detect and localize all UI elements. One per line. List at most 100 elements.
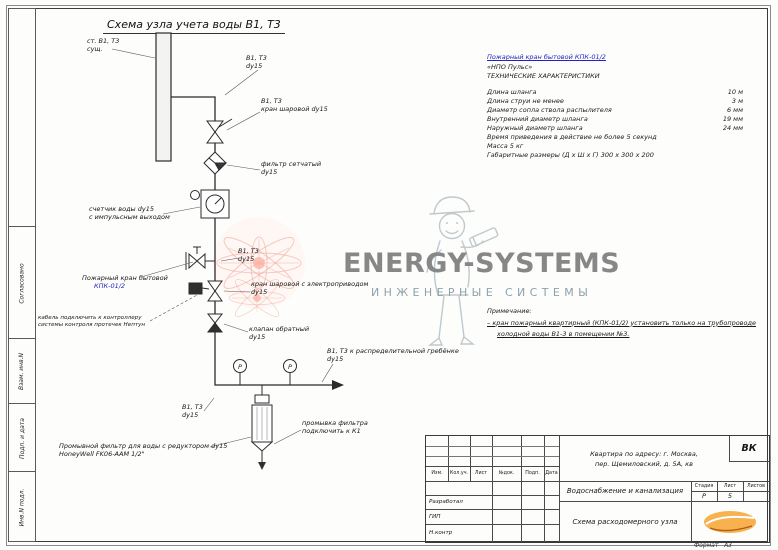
- stamp-box-sign-date: Подп. и дата: [9, 403, 35, 472]
- stamp-agreed-label: Согласовано: [18, 262, 26, 304]
- format-label: Формат А3: [694, 542, 732, 549]
- label-manifold: В1, Т3 к распределительной гребёнке dy15: [327, 347, 459, 364]
- tech-spec-block: Пожарный кран бытовой КПК-01/2 «НПО Пуль…: [487, 53, 743, 160]
- label-fire-valve-name: Пожарный кран бытовой: [82, 274, 168, 283]
- spec-name: Диаметр сопла ствола распылителя: [487, 106, 612, 115]
- tb-col-koluch: Кол.уч.: [449, 471, 469, 476]
- tech-heading: ТЕХНИЧЕСКИЕ ХАРАКТЕРИСТИКИ: [487, 71, 600, 80]
- note-line1: – кран пожарный квартирный (КПК-01/2) ус…: [487, 318, 756, 327]
- label-ball-valve: В1, Т3 кран шаровой dy15: [261, 97, 328, 114]
- tb-col-data: Дата: [545, 471, 558, 476]
- note-title: Примечание:: [487, 307, 532, 315]
- label-strainer: фильтр сетчатый dy15: [261, 160, 322, 177]
- note-line2: холодной воды В1-3 в помещении №3.: [497, 330, 630, 339]
- tb-row-developer: Разработал: [429, 499, 463, 505]
- watermark-brand: ENERGY-SYSTEMS: [343, 248, 621, 279]
- label-flush-filter: Промывной фильтр для воды с редуктором d…: [59, 442, 228, 459]
- tb-col-list: Лист: [474, 471, 488, 476]
- label-pipe-mid: В1, Т3 dy15: [238, 247, 259, 264]
- spec-name: Внутренний диаметр шланга: [487, 115, 588, 124]
- tb-line: [426, 495, 559, 496]
- spec-value: 24 мм: [722, 124, 743, 133]
- tb-line: [729, 436, 730, 461]
- label-pipe-bottom: В1, Т3 dy15: [182, 403, 203, 420]
- label-fire-valve: Пожарный кран бытовой КПК-01/2: [82, 266, 168, 299]
- spec-row: Диаметр сопла ствола распылителя 6 мм: [487, 106, 743, 115]
- spec-row: Длина шланга 10 м: [487, 88, 743, 97]
- label-motor-valve: кран шаровой с электроприводом dy15: [251, 280, 369, 297]
- tb-line: [426, 524, 559, 525]
- tb-col-ndok: №док.: [498, 471, 515, 476]
- label-pipe-top: В1, Т3 dy15: [246, 54, 267, 71]
- tb-stage-header: Стадия: [694, 483, 714, 489]
- spec-row: Масса 5 кг: [487, 142, 743, 151]
- tb-line: [544, 436, 545, 542]
- spec-row: Время приведения в действие не более 5 с…: [487, 133, 743, 142]
- tb-sheet-value: 5: [727, 492, 733, 500]
- stamp-box-inv-orig: Инв.N подл.: [9, 471, 35, 542]
- spec-row: Длина струи не менее 3 м: [487, 97, 743, 106]
- tb-line: [691, 491, 769, 492]
- stamp-subst-inv-label: Взам. инв.N: [18, 352, 26, 391]
- tb-doc-name: Схема расходомерного узла: [572, 517, 678, 526]
- tb-line: [426, 481, 769, 482]
- tb-address-line1: Квартира по адресу: г. Москва,: [590, 449, 698, 458]
- spec-name: Масса 5 кг: [487, 142, 524, 151]
- tb-stage-value: Р: [702, 492, 706, 500]
- tb-line: [426, 456, 559, 457]
- tb-line: [448, 436, 449, 481]
- tb-sheet-header: Лист: [723, 483, 737, 489]
- tb-code: ВК: [741, 443, 757, 454]
- spec-value: 19 мм: [722, 115, 743, 124]
- left-stamp-column: Согласовано Взам. инв.N Подп. и дата Инв…: [8, 8, 36, 542]
- tb-line: [521, 436, 522, 542]
- tb-row-gip: ГИП: [429, 513, 441, 520]
- company-logo-mark: [704, 510, 756, 533]
- tb-address-line2: пер. Щемиловский, д. 5А, кв: [595, 459, 693, 468]
- label-cable: кабель подключить к контроллеру системы …: [38, 315, 146, 328]
- stamp-sign-date-label: Подп. и дата: [18, 417, 26, 459]
- tb-line: [426, 466, 559, 467]
- label-check-valve: клапан обратный dy15: [249, 325, 310, 342]
- label-fire-valve-code: КПК-01/2: [94, 282, 126, 291]
- spec-name: Наружный диаметр шланга: [487, 124, 583, 133]
- spec-row: Внутренний диаметр шланга 19 мм: [487, 115, 743, 124]
- label-flush: промывка фильтра подключить к К1: [302, 419, 368, 436]
- tb-row-ncontrol: Н.контр: [429, 530, 453, 536]
- company-logo: [691, 501, 769, 542]
- tb-line: [492, 436, 493, 542]
- spec-value: 6 мм: [726, 106, 743, 115]
- tb-line: [470, 436, 471, 481]
- stamp-box-empty: [9, 9, 35, 226]
- tb-line: [559, 501, 769, 502]
- spec-name: Время приведения в действие не более 5 с…: [487, 133, 657, 142]
- tb-section: Водоснабжение и канализация: [566, 487, 684, 495]
- tb-col-izm: Изм.: [431, 471, 443, 476]
- note-block: Примечание: – кран пожарный квартирный (…: [487, 306, 772, 341]
- tb-line: [691, 481, 692, 542]
- label-meter: счетчик воды dy15 с импульсным выходом: [89, 205, 170, 222]
- spec-name: Длина шланга: [487, 88, 537, 97]
- tb-sheets-header: Листов: [747, 483, 765, 489]
- stamp-box-subst-inv: Взам. инв.N: [9, 338, 35, 404]
- spec-name: Длина струи не менее: [487, 97, 564, 106]
- tb-address: Квартира по адресу: г. Москва, пер. Щеми…: [559, 438, 729, 481]
- tb-line: [426, 446, 559, 447]
- stamp-inv-orig-label: Инв.N подл.: [18, 488, 26, 526]
- tb-line: [559, 436, 560, 542]
- tb-line: [729, 461, 769, 462]
- tb-col-podp: Подп.: [525, 471, 540, 476]
- spec-value: 10 м: [727, 88, 743, 97]
- stamp-box-agreed: Согласовано: [9, 226, 35, 339]
- tb-line: [426, 509, 559, 510]
- tech-title: Пожарный кран бытовой КПК-01/2: [487, 53, 606, 61]
- watermark-subtitle: ИНЖЕНЕРНЫЕ СИСТЕМЫ: [371, 286, 593, 299]
- spec-value: 3 м: [731, 97, 743, 106]
- drawing-title: Схема узла учета воды В1, Т3: [103, 18, 285, 34]
- tech-brand: «НПО Пульс»: [487, 62, 533, 71]
- sheet-outer-border: [6, 5, 771, 546]
- spec-row: Габаритные размеры (Д х Ш х Г) 300 х 300…: [487, 151, 743, 160]
- label-riser: ст. В1, Т3 сущ.: [87, 37, 120, 54]
- title-block: Изм. Кол.уч. Лист №док. Подп. Дата Разра…: [425, 435, 770, 543]
